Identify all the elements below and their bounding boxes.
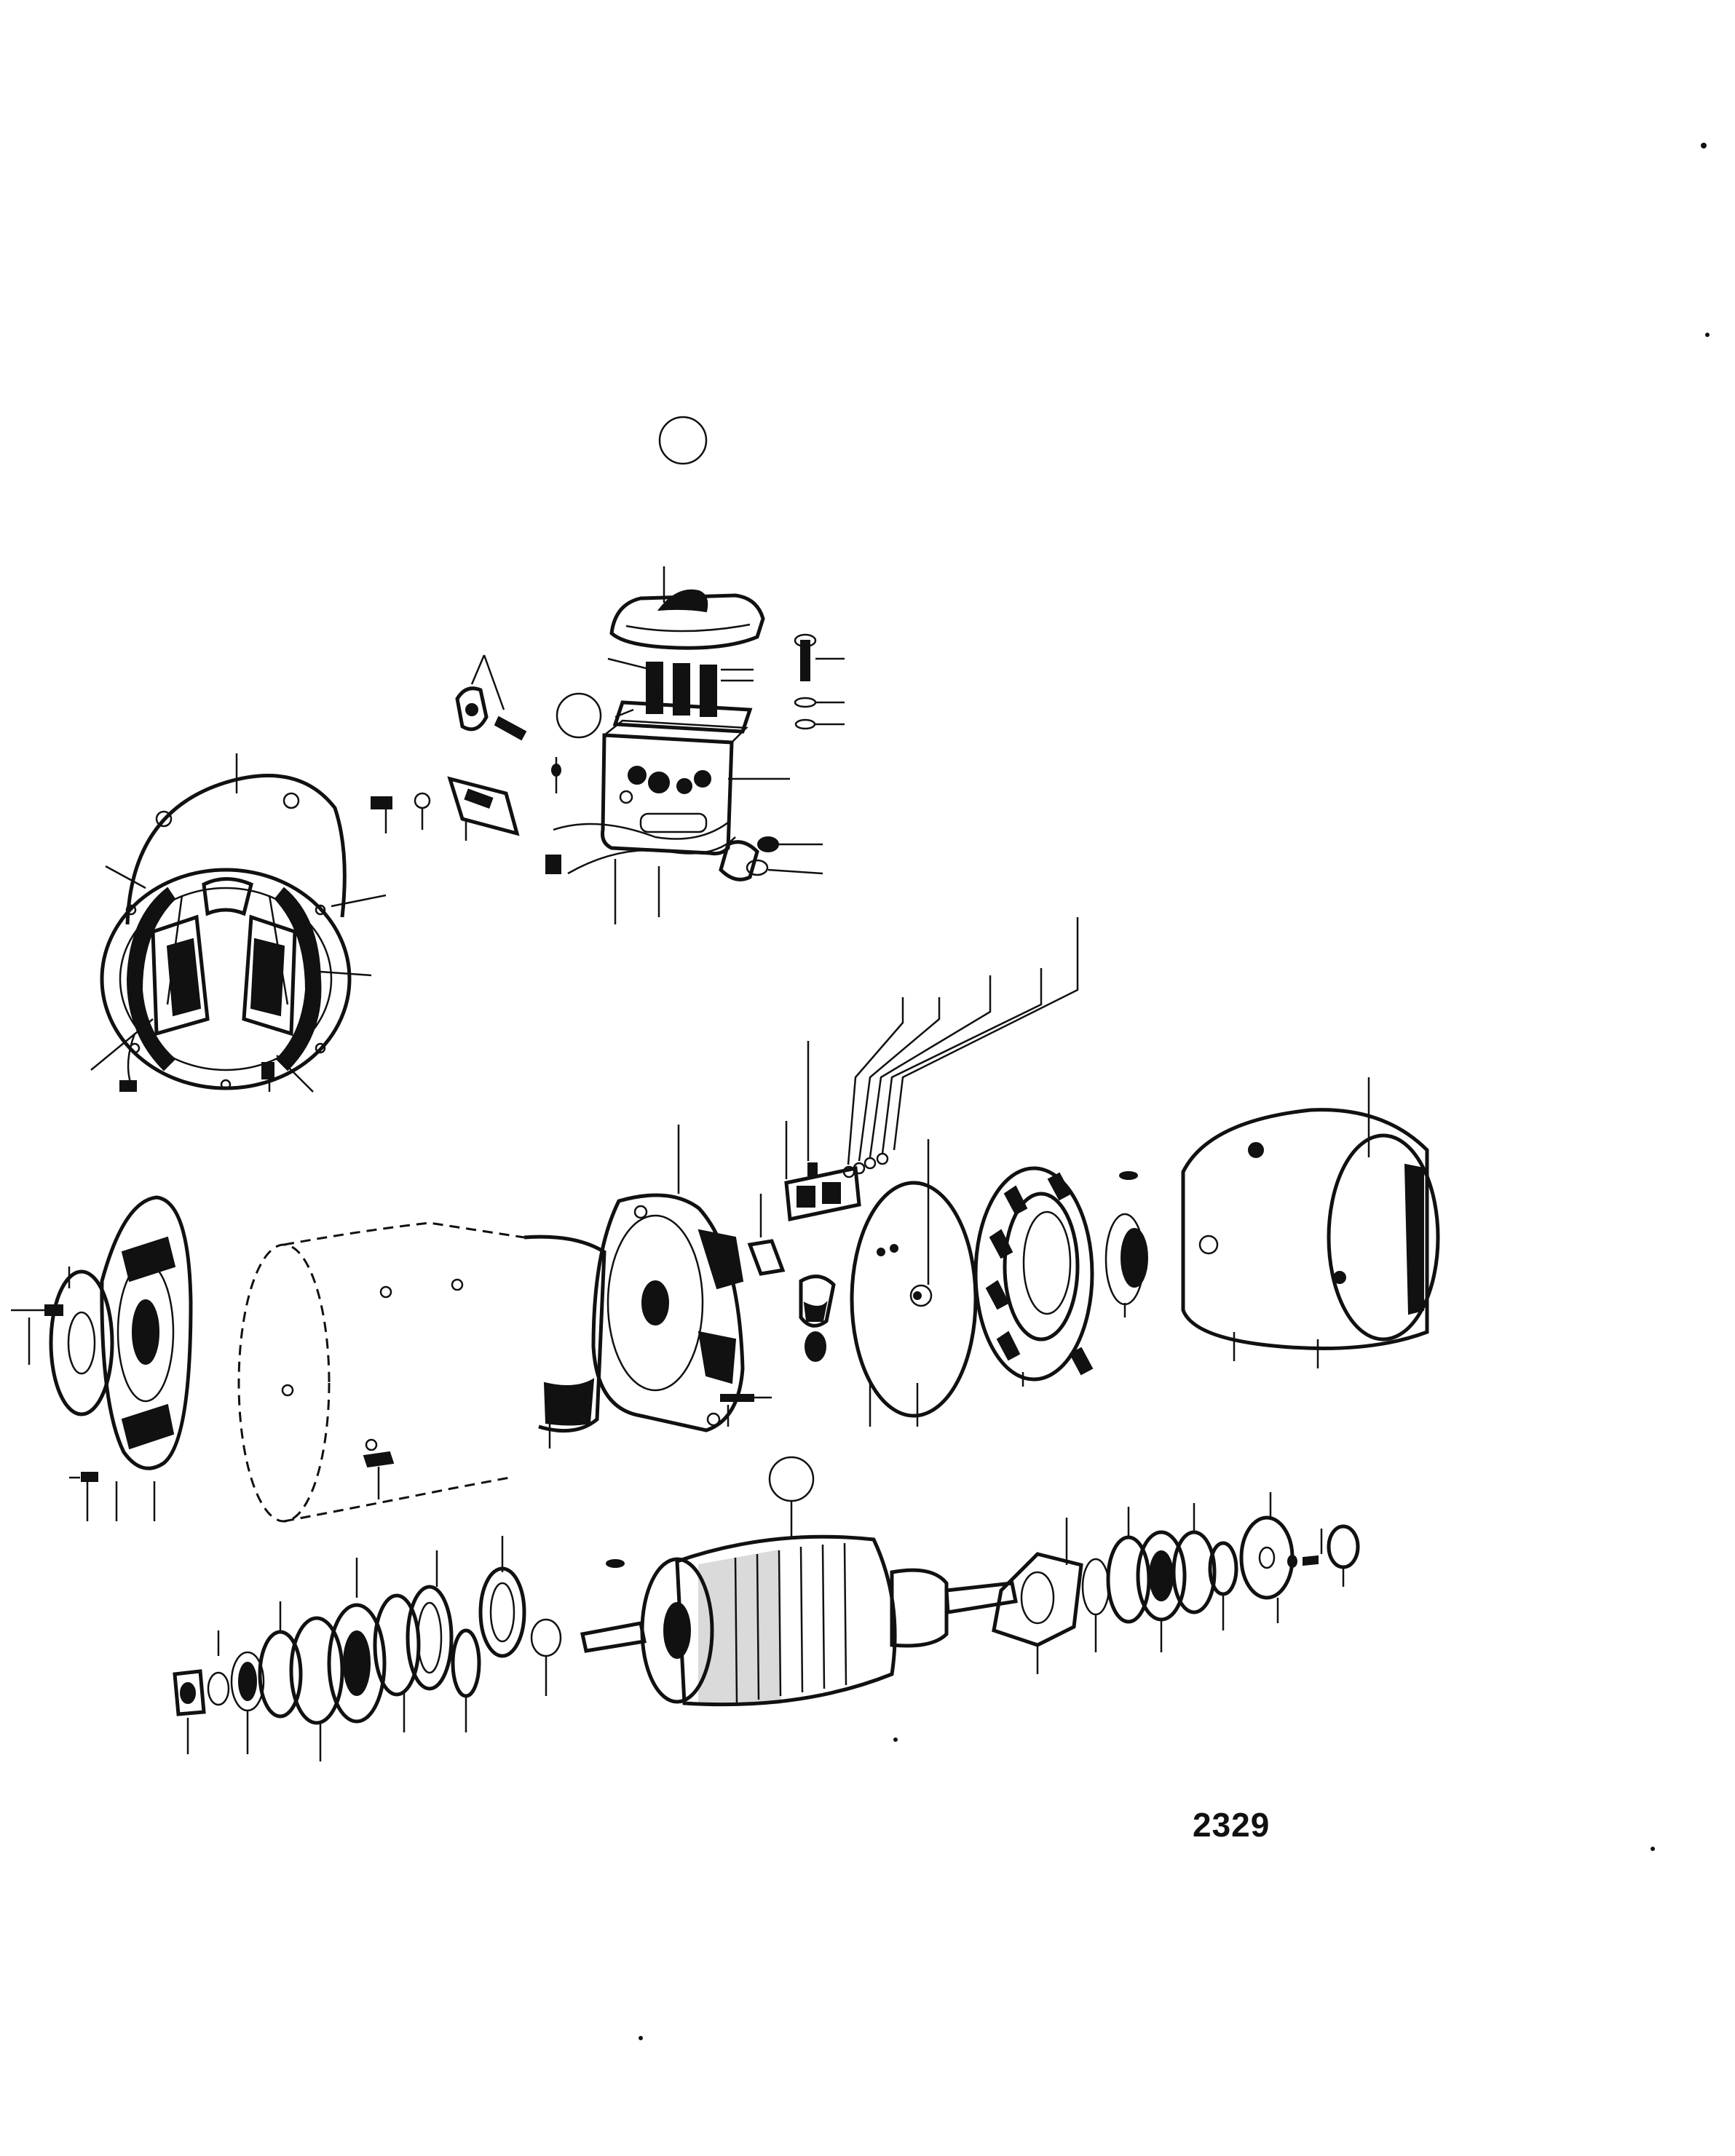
stator-housing-group	[90, 753, 387, 1093]
junction-box	[545, 719, 790, 924]
reference-circles	[556, 416, 815, 1502]
box-screws	[551, 633, 845, 876]
terminal-box-group	[371, 566, 845, 924]
figure-number: 2329	[1193, 1806, 1270, 1844]
right-bearing-stack	[992, 1492, 1360, 1674]
terminal-post-3	[700, 665, 717, 717]
insulating-disc	[850, 1139, 978, 1427]
terminal-block	[607, 657, 754, 734]
terminal-cover	[609, 566, 765, 650]
yoke-dashed-outline	[237, 1221, 525, 1523]
ref-circle-top	[658, 416, 708, 465]
drive-end-housing	[591, 1125, 772, 1432]
leader-post	[607, 657, 652, 671]
armature-group	[173, 1492, 1360, 1761]
terminal-post-2	[673, 663, 690, 716]
ref-circle-armature	[768, 1456, 815, 1502]
ref-circle-terminal	[556, 692, 602, 739]
terminal-plate	[371, 776, 520, 841]
scan-specks	[639, 143, 1710, 2040]
armature	[580, 1534, 1018, 1707]
main-housing-group	[11, 917, 1440, 1523]
cable-clamp	[455, 654, 527, 741]
terminal-post-1	[646, 662, 663, 714]
bearing-cap	[1104, 1171, 1148, 1317]
stator-yoke	[523, 1234, 606, 1448]
cooling-fan	[973, 1166, 1094, 1387]
left-bearing-stack	[173, 1536, 562, 1761]
drum-cover	[1181, 1077, 1440, 1368]
brush-gear	[747, 917, 1079, 1362]
end-flange	[11, 1195, 193, 1521]
